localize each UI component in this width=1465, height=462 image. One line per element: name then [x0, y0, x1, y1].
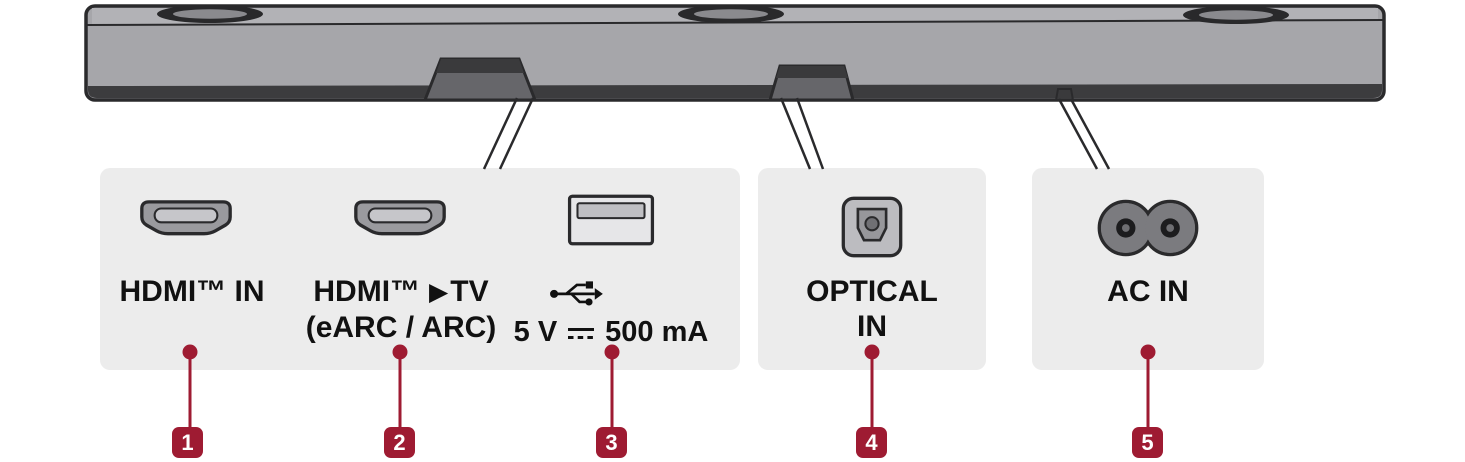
optical-in-label: OPTICAL IN [758, 274, 986, 344]
hdmi-tv-port-icon [354, 200, 446, 236]
step-marker-3: 3 [596, 427, 627, 458]
usb-rating-label: 5 V 500 mA [498, 315, 724, 350]
usb-port-icon [567, 194, 655, 246]
earc-arc-sublabel: (eARC / ARC) [305, 311, 497, 344]
ac-in-label: AC IN [1107, 275, 1189, 308]
usb-voltage-text: 5 V [513, 316, 558, 348]
cable-notches [422, 57, 1075, 102]
step-marker-3-number: 3 [605, 429, 618, 455]
hdmi-tv-label-prefix: HDMI™ [313, 275, 421, 308]
soundbar-body [84, 4, 1386, 102]
callout-panel-optical: OPTICAL IN [758, 168, 986, 370]
step-marker-5: 5 [1132, 427, 1163, 458]
hdmi-in-label: HDMI™ IN [119, 275, 265, 308]
step-marker-5-number: 5 [1141, 429, 1154, 455]
hdmi-in-port-icon [140, 200, 232, 236]
hdmi-tv-label-suffix: TV [450, 275, 489, 308]
step-marker-2: 2 [384, 427, 415, 458]
usb-trident-icon [550, 281, 603, 306]
arrow-right-icon: ▶ [429, 278, 449, 306]
mounting-holes [157, 5, 1289, 24]
optical-label-line1: OPTICAL [806, 275, 938, 308]
optical-label-line2: IN [857, 310, 887, 343]
usb-current-text: 500 mA [605, 316, 709, 348]
step-marker-4: 4 [856, 427, 887, 458]
step-marker-1-number: 1 [181, 429, 194, 455]
hdmi-tv-label-line1: HDMI™ ▶TV [291, 274, 511, 310]
callout-panel-hdmi-usb: HDMI™ IN HDMI™ ▶TV (eARC / ARC) 5 V [100, 168, 740, 370]
step-marker-4-number: 4 [865, 429, 878, 455]
callout-panel-ac: AC IN [1032, 168, 1264, 370]
dc-symbol-icon [568, 327, 595, 339]
hdmi-tv-label: HDMI™ ▶TV (eARC / ARC) [291, 274, 511, 345]
step-marker-1: 1 [172, 427, 203, 458]
callout-lines [482, 97, 1111, 170]
ac-inlet-icon [1097, 199, 1199, 257]
optical-port-icon [841, 196, 903, 258]
step-marker-2-number: 2 [393, 429, 406, 455]
